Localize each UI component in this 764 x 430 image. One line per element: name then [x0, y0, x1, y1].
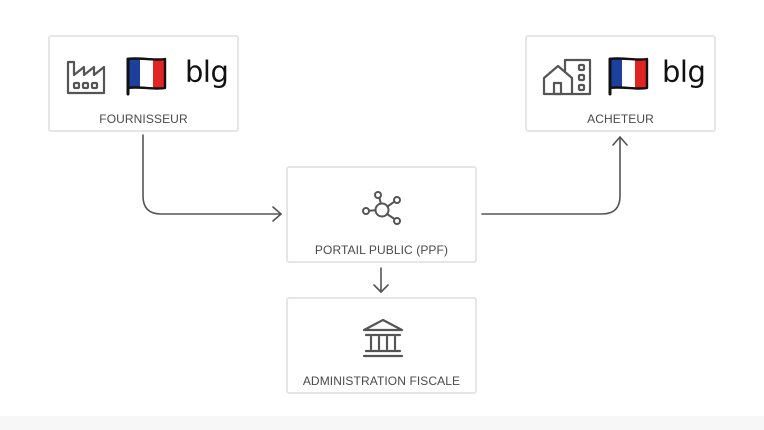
- supplier-card: blg FOURNISSEUR: [48, 35, 239, 132]
- portal-label: PORTAIL PUBLIC (PPF): [314, 243, 449, 257]
- buyer-label: ACHETEUR: [587, 112, 654, 126]
- buyer-brand-logo: blg: [662, 55, 706, 89]
- tax-label: ADMINISTRATION FISCALE: [302, 374, 461, 388]
- supplier-brand-logo: blg: [185, 55, 229, 89]
- portal-card: PORTAIL PUBLIC (PPF): [286, 166, 477, 263]
- edge-supplier-to-portal: [142, 134, 282, 215]
- factory-icon: [66, 60, 106, 95]
- network-hub-icon: [362, 191, 401, 225]
- buildings-icon: [542, 58, 592, 96]
- page-footer-band: [0, 416, 764, 430]
- tax-card: ADMINISTRATION FISCALE: [286, 297, 477, 394]
- france-flag-icon: [126, 57, 167, 96]
- government-building-icon: [362, 318, 404, 358]
- buyer-card: blg ACHETEUR: [525, 35, 716, 132]
- arrowhead-to-buyer: [612, 136, 628, 146]
- arrowhead-to-portal: [272, 206, 282, 222]
- arrowhead-to-tax: [373, 284, 389, 293]
- supplier-label: FOURNISSEUR: [99, 112, 188, 126]
- edge-portal-to-buyer: [481, 136, 621, 215]
- france-flag-icon: [608, 57, 649, 96]
